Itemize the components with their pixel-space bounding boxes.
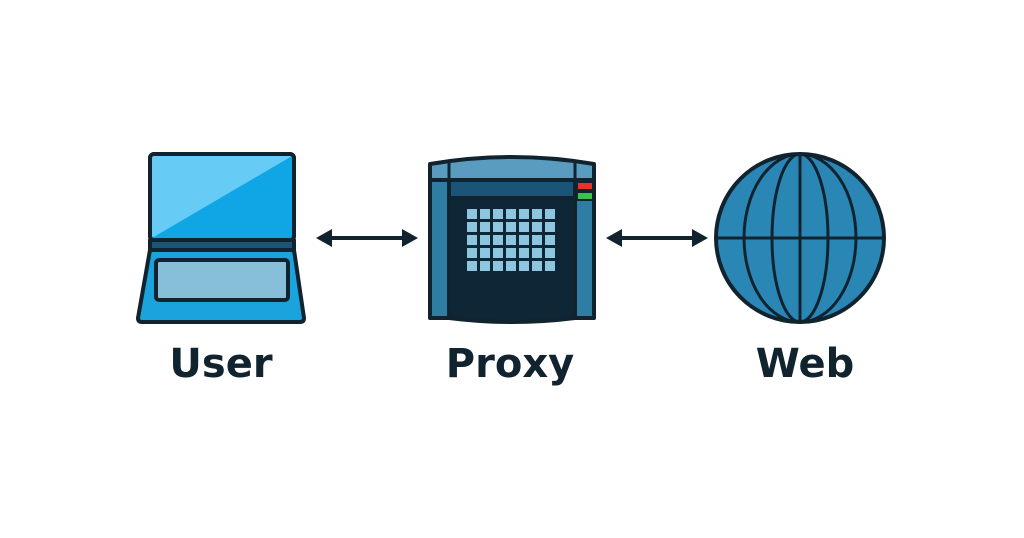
server-vent-cell xyxy=(506,235,516,245)
globe-meridian-middle xyxy=(742,154,858,322)
server-vent-cell xyxy=(519,209,529,219)
globe-icon xyxy=(714,152,886,324)
led-red xyxy=(576,181,594,191)
server-vent-cell xyxy=(493,222,503,232)
server-vent-cell xyxy=(506,248,516,258)
server-top-cap xyxy=(428,155,596,182)
web-label: Web xyxy=(755,341,855,387)
server-vent-cell xyxy=(480,222,490,232)
laptop-keyboard xyxy=(154,258,290,302)
server-vent-cell xyxy=(532,248,542,258)
server-vent-cell xyxy=(480,248,490,258)
server-vent-cell xyxy=(545,209,555,219)
server-vent-cell xyxy=(506,209,516,219)
server-vent-cell xyxy=(545,222,555,232)
server-vent-cell xyxy=(545,235,555,245)
server-vent-cell xyxy=(493,261,503,271)
server-vent-cell xyxy=(519,235,529,245)
bidirectional-arrow-proxy-web xyxy=(606,229,708,247)
laptop-screen-shade xyxy=(152,156,292,238)
server-vent-cell xyxy=(493,209,503,219)
server-vent-cell xyxy=(519,261,529,271)
server-vent-cell xyxy=(493,235,503,245)
led-green xyxy=(576,191,594,201)
user-label: User xyxy=(169,341,273,387)
laptop-icon xyxy=(136,152,306,324)
server-top-bar xyxy=(447,178,577,200)
server-vent-cell xyxy=(506,261,516,271)
server-icon xyxy=(428,155,596,324)
server-vent-cell xyxy=(467,261,477,271)
server-vent-cell xyxy=(519,222,529,232)
proxy-label: Proxy xyxy=(445,341,575,387)
server-vent-cell xyxy=(467,222,477,232)
server-vent-cell xyxy=(467,235,477,245)
server-vent-cell xyxy=(545,261,555,271)
server-vent-cell xyxy=(532,235,542,245)
server-vent-cell xyxy=(532,261,542,271)
server-vent-cell xyxy=(480,209,490,219)
bidirectional-arrow-user-proxy xyxy=(316,229,418,247)
globe-meridian-inner xyxy=(770,154,830,322)
server-vent-cell xyxy=(480,235,490,245)
server-vent-cell xyxy=(493,248,503,258)
server-vent-cell xyxy=(532,209,542,219)
server-vent-cell xyxy=(545,248,555,258)
server-vent-cell xyxy=(519,248,529,258)
server-vent-cell xyxy=(480,261,490,271)
server-vent-grid xyxy=(467,209,555,271)
server-vent-cell xyxy=(467,248,477,258)
server-vent-cell xyxy=(506,222,516,232)
server-vent-cell xyxy=(532,222,542,232)
server-vent-cell xyxy=(467,209,477,219)
